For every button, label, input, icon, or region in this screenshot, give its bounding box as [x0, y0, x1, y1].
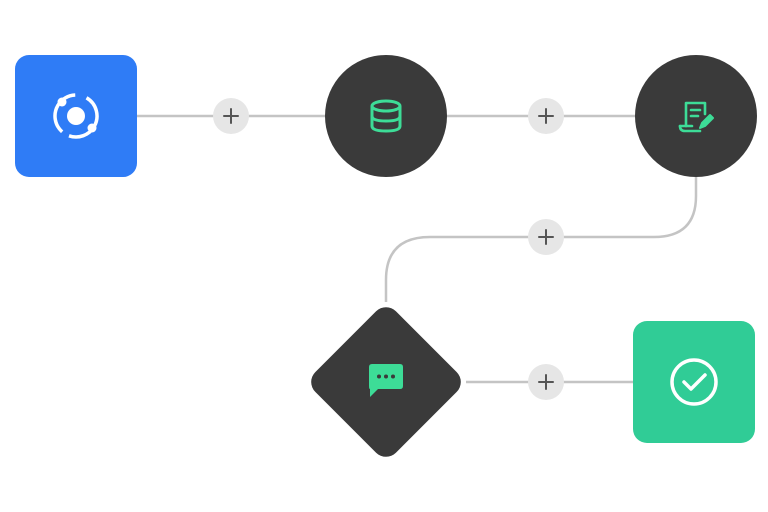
orbit-icon: [53, 93, 99, 139]
add-step-button[interactable]: [528, 219, 564, 255]
plus-icon: [223, 108, 239, 124]
done-node[interactable]: [633, 321, 755, 443]
plus-icon: [538, 108, 554, 124]
message-node[interactable]: [305, 301, 466, 462]
add-step-button[interactable]: [528, 98, 564, 134]
add-step-button[interactable]: [213, 98, 249, 134]
database-node-bg: [325, 55, 447, 177]
database-icon: [370, 99, 402, 133]
trigger-node[interactable]: [15, 55, 137, 177]
add-step-button[interactable]: [528, 364, 564, 400]
document-edit-icon: [678, 101, 714, 133]
document-node[interactable]: [635, 55, 757, 177]
check-circle-icon: [670, 358, 718, 406]
chat-bubble-icon: [369, 364, 403, 397]
database-node[interactable]: [325, 55, 447, 177]
done-node-bg: [633, 321, 755, 443]
plus-icon: [538, 229, 554, 245]
plus-icon: [538, 374, 554, 390]
